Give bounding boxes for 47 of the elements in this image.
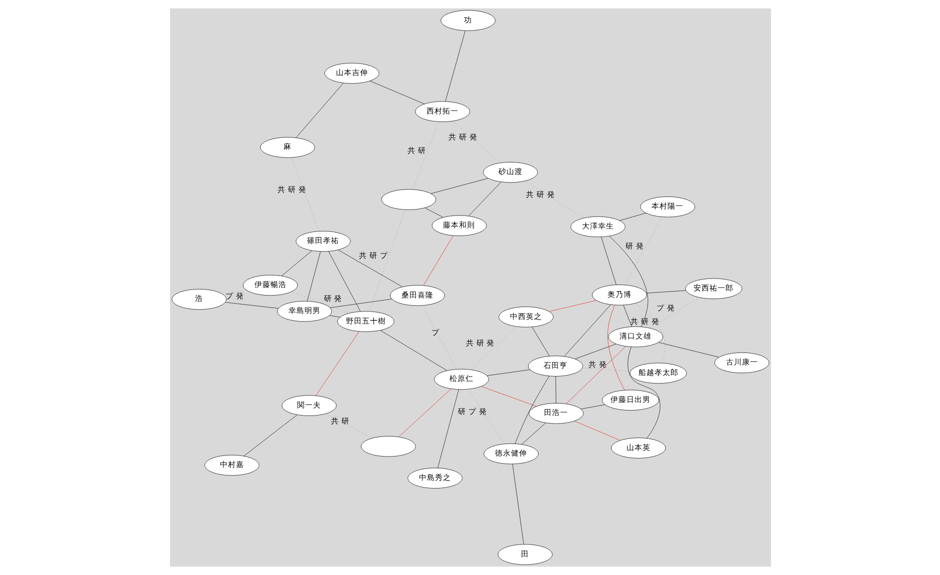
connector [627,346,660,438]
connector [328,315,340,318]
connector [646,290,686,294]
connector [468,182,501,216]
connector [531,326,550,356]
connector [554,376,556,404]
connector [437,389,458,468]
connector [369,80,424,104]
connector [521,422,546,444]
connector [452,120,500,164]
connector [564,304,610,357]
connector [514,376,550,444]
connector [565,346,626,404]
connector [444,30,465,102]
connector [524,180,584,218]
connector [608,236,648,328]
connector [606,304,624,390]
connector [329,298,392,308]
connector [295,82,344,138]
connector [290,157,320,232]
connector [398,388,451,438]
connector [600,236,616,285]
connector [380,330,447,371]
connector [290,292,348,314]
connector [574,344,616,360]
connector [430,178,488,194]
connector [470,326,516,370]
connector [328,251,360,312]
connector [512,464,524,544]
connector [548,300,596,312]
connector [306,251,320,302]
connector [280,250,312,276]
connector [580,404,605,410]
connector [315,331,359,396]
connector [574,420,620,441]
connector [622,304,632,327]
connector [618,212,646,221]
connector [243,414,297,456]
node-ellipse [380,189,436,210]
connector [658,342,719,358]
connector [480,386,536,407]
connector [486,369,530,376]
connector [424,208,443,218]
node-ellipse [360,436,416,457]
connector [224,302,278,309]
connector [337,250,402,288]
connector [422,235,453,286]
